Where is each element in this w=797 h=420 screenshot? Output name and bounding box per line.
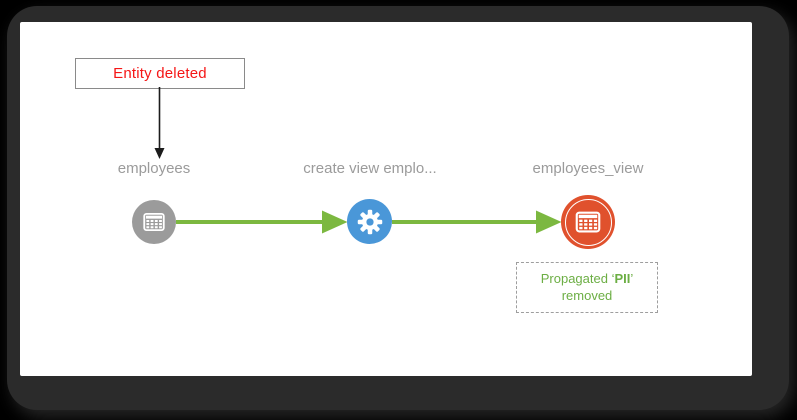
note-text-line2: removed xyxy=(561,288,613,303)
note-term-pii: PII xyxy=(614,271,631,286)
gear-icon xyxy=(357,209,382,234)
window-frame: Entity deleted employees create view emp… xyxy=(7,6,789,410)
propagation-note: Propagated ‘PII’ removed xyxy=(516,262,658,313)
node-label-create-view: create view emplo... xyxy=(303,160,437,177)
entity-deleted-callout: Entity deleted xyxy=(75,58,245,89)
table-icon xyxy=(575,211,601,233)
note-text-part1: Propagated ‘ xyxy=(540,271,615,286)
node-employees-view[interactable] xyxy=(561,195,615,249)
entity-deleted-label: Entity deleted xyxy=(113,65,207,82)
gear-hole xyxy=(365,217,374,226)
callout-arrowhead-icon xyxy=(154,148,165,159)
node-label-employees-view: employees_view xyxy=(532,160,644,177)
lineage-canvas: Entity deleted employees create view emp… xyxy=(20,22,752,376)
node-employees[interactable] xyxy=(132,200,176,244)
edge-arrowhead-1-icon xyxy=(322,210,348,234)
edge-arrowhead-2-icon xyxy=(536,210,562,234)
node-label-employees: employees xyxy=(117,160,191,177)
note-text-part2: ’ xyxy=(630,271,634,286)
table-icon xyxy=(143,212,165,232)
node-create-view-process[interactable] xyxy=(347,199,392,244)
